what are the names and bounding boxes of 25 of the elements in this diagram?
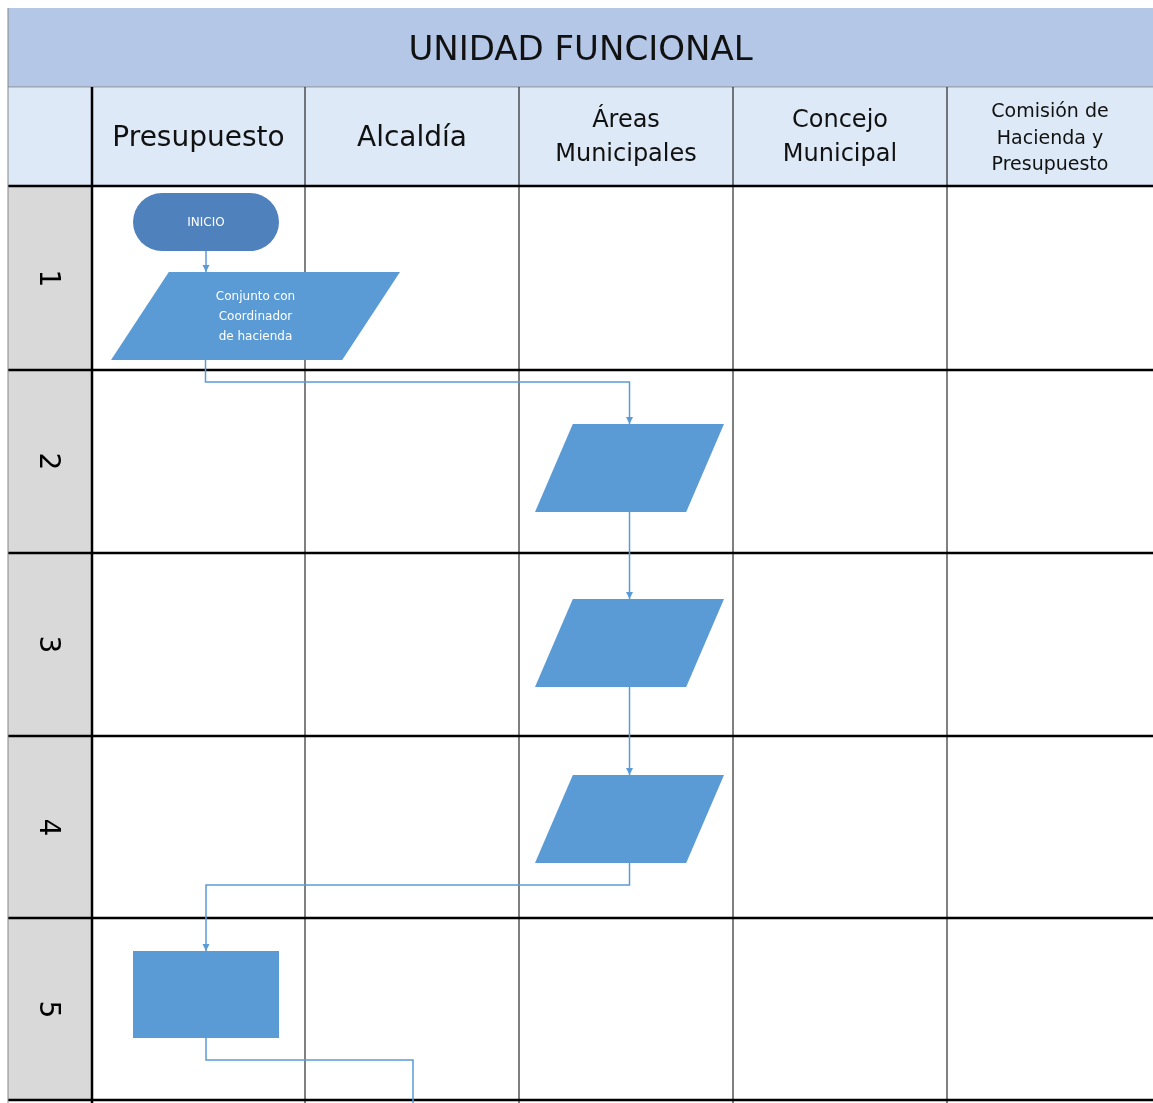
input-parallelogram bbox=[535, 424, 724, 512]
column-header: Comisión de Hacienda y Presupuesto bbox=[947, 88, 1153, 186]
row-number: 2 bbox=[8, 370, 92, 553]
row-number: 1 bbox=[8, 186, 92, 370]
row-number: 4 bbox=[8, 736, 92, 918]
arrow bbox=[204, 359, 634, 425]
column-header: Concejo Municipal bbox=[733, 88, 947, 186]
arrow bbox=[625, 686, 634, 776]
input-parallelogram bbox=[535, 599, 724, 687]
column-header: Alcaldía bbox=[305, 88, 519, 186]
arrow bbox=[202, 250, 210, 273]
arrow bbox=[202, 862, 631, 952]
node-text: INICIO bbox=[187, 214, 225, 231]
start-terminal bbox=[133, 193, 279, 251]
title: UNIDAD FUNCIONAL bbox=[408, 27, 753, 68]
input-parallelogram bbox=[111, 272, 400, 360]
connector-line bbox=[205, 1037, 414, 1103]
column-header: Áreas Municipales bbox=[519, 88, 733, 186]
column-header: Presupuesto bbox=[92, 88, 305, 186]
arrow bbox=[625, 511, 634, 600]
row-number: 5 bbox=[8, 918, 92, 1100]
process-box bbox=[133, 951, 279, 1038]
row-number: 3 bbox=[8, 553, 92, 736]
input-parallelogram bbox=[535, 775, 724, 863]
node-text: Conjunto con Coordinador de hacienda bbox=[214, 288, 297, 345]
